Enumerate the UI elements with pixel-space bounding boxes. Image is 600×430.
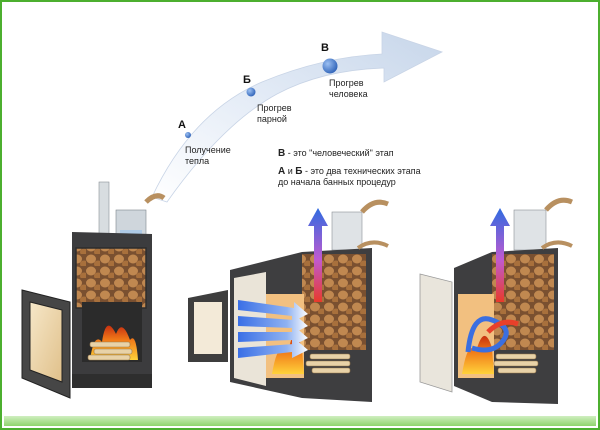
stove-left: [21, 181, 166, 399]
air-circulation-loop: [465, 316, 509, 353]
stage-b-letter: Б: [243, 74, 251, 86]
note-technical-stages: А и Б - это два технических этапа до нач…: [278, 166, 421, 187]
hot-air-arrow-right: [490, 208, 510, 302]
stage-c-caption: Прогрев человека: [329, 78, 368, 99]
stage-c-letter: В: [321, 42, 329, 54]
stove-right: [419, 197, 573, 404]
stage-a-caption: Получение тепла: [185, 145, 231, 166]
stage-b-dot: [246, 87, 256, 97]
stage-a-dot: [185, 132, 191, 138]
stage-a-letter: А: [178, 119, 186, 131]
stove-middle: [188, 199, 389, 402]
stage-b-caption: Прогрев парной: [257, 103, 292, 124]
hot-air-arrow-middle: [308, 208, 328, 302]
bottom-bar: [4, 416, 596, 426]
note-human-stage: В - это "человеческий" этап: [278, 148, 394, 159]
stage-c-dot: [322, 58, 338, 74]
process-arrow: [151, 31, 444, 203]
heat-arrows-left: [238, 300, 308, 358]
